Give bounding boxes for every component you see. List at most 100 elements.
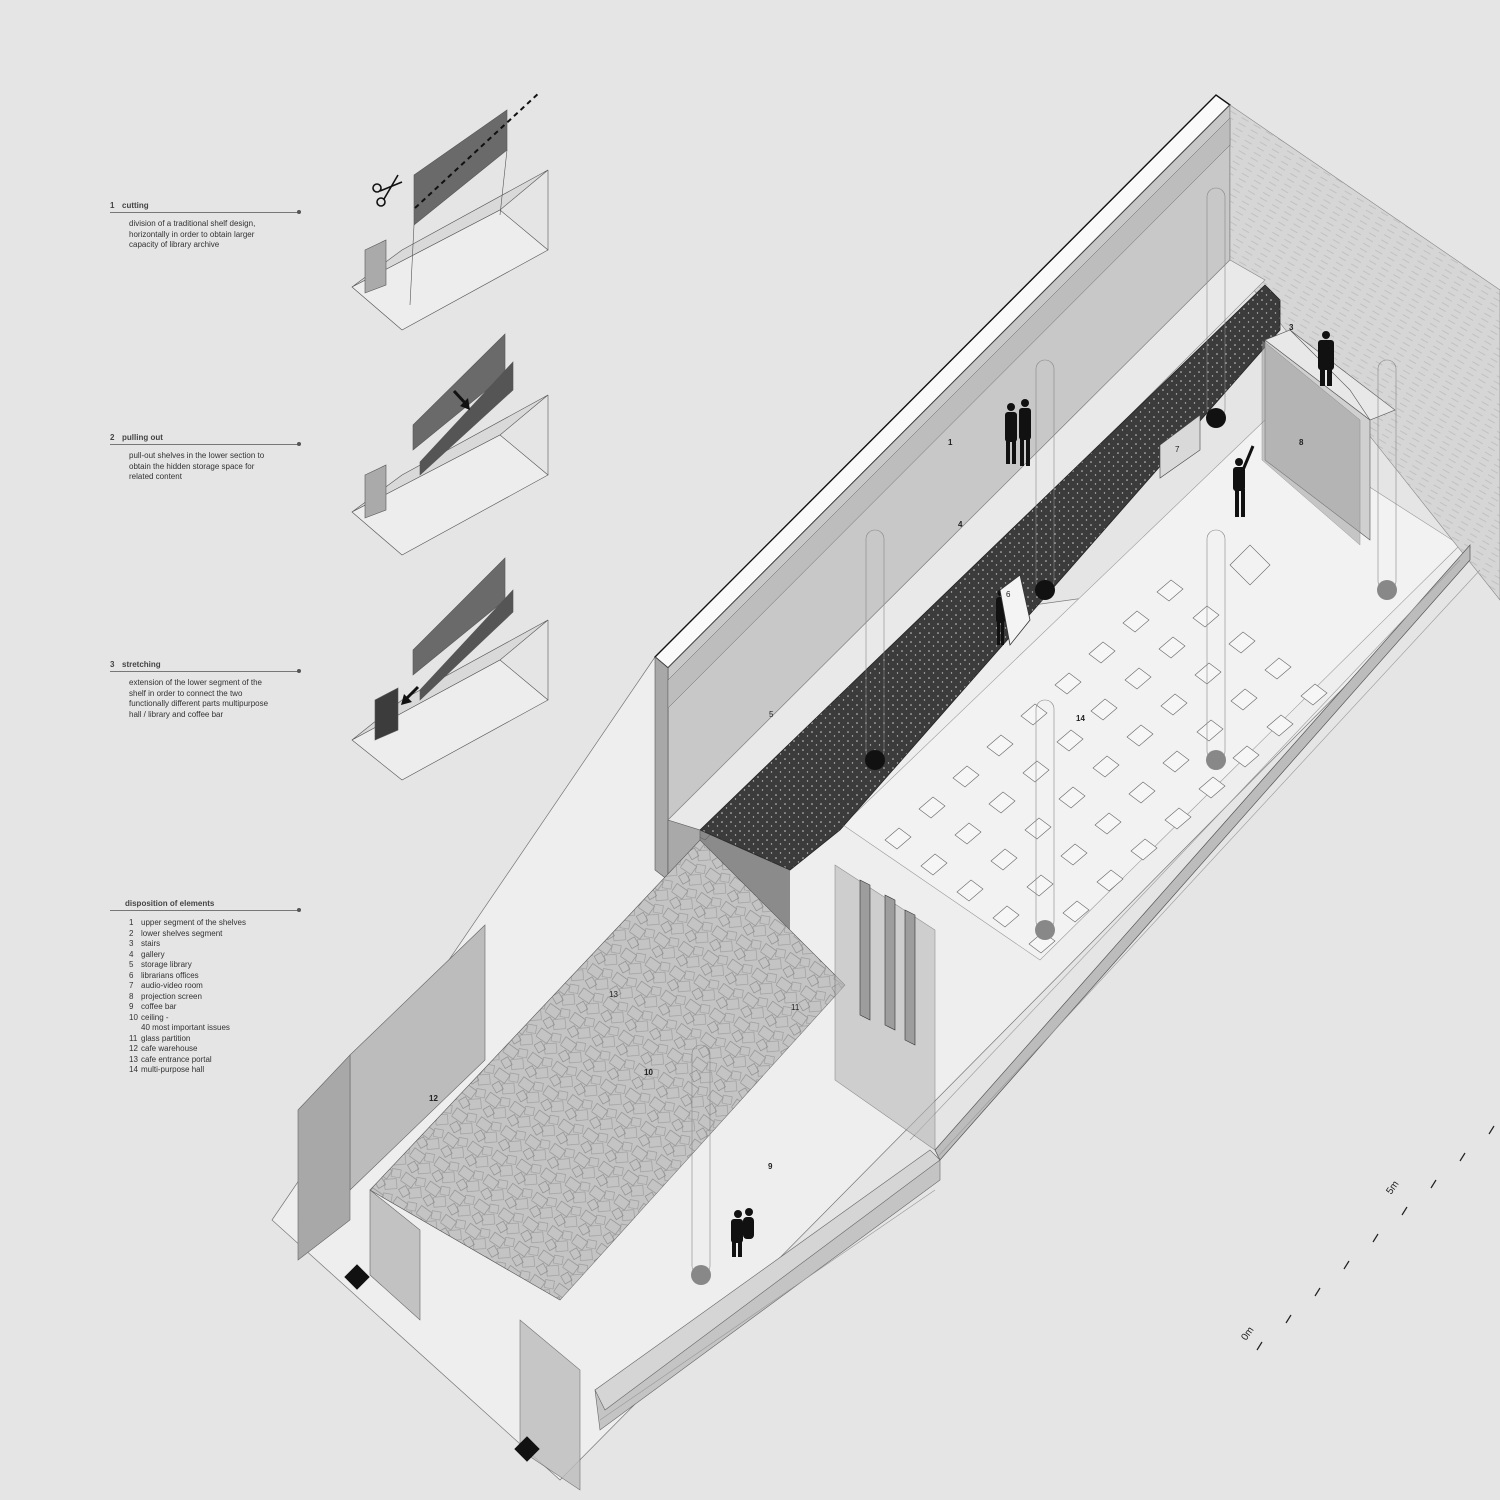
chair [1088,641,1116,664]
chair [1090,698,1118,721]
chair [1056,729,1084,752]
chair [954,822,982,845]
plan-label-6: 6 [1006,590,1011,599]
pendant-lamp [1035,580,1055,600]
chair [986,734,1014,757]
chair [1162,750,1190,773]
scale-tick [1343,1260,1350,1270]
chair [884,827,912,850]
arrow-down-left-icon [401,685,420,705]
chair [1232,745,1260,768]
chair [952,765,980,788]
plan-label-1: 1 [948,438,953,447]
audio-video-room-shelves [859,879,916,1046]
cafe-end-wall [297,1054,351,1261]
pendant-lamp [691,1265,711,1285]
cafe-front-wall [369,1189,421,1321]
people-silhouettes [731,331,1334,1257]
process-diagram-stretching [351,557,549,781]
back-wall-lower [654,656,669,881]
scale-start-label: 0m [1239,1325,1256,1343]
plan-label-10: 10 [644,1068,653,1077]
person-icon [1005,403,1017,464]
arrow-down-right-icon [452,389,470,410]
plan-label-7: 7 [1175,445,1180,454]
pendant-lamp [1206,750,1226,770]
right-exterior-wall [934,544,1471,1161]
upper-shelf-segment [667,117,1231,709]
audio-video-room [1159,414,1201,479]
chair [992,905,1020,928]
chair [1124,667,1152,690]
legend-rule [110,442,301,446]
ceiling-overlap [485,880,845,1300]
scale-tick [1314,1287,1321,1297]
chair [1026,874,1054,897]
chair [1130,838,1158,861]
plan-label-5: 5 [769,710,774,719]
step-description: division of a traditional shelf design, … [129,219,256,249]
plan-label-11: 11 [791,1003,800,1012]
projection-screen [1261,339,1361,546]
chair [1160,693,1188,716]
person-icon [1019,399,1031,466]
floor-marker [1229,544,1271,586]
hall-chairs [884,579,1328,954]
legend-rule [110,669,301,673]
chair [956,879,984,902]
scale-tick [1285,1314,1292,1324]
chair [1062,900,1090,923]
person-icon [1233,445,1255,517]
chair [1194,662,1222,685]
scale-tick [1372,1233,1379,1243]
pendant-lamp [865,750,885,770]
chair [1230,688,1258,711]
step-description: extension of the lower segment of the sh… [129,678,269,719]
chair [990,848,1018,871]
scale-bar [1256,1125,1495,1351]
scale-tick [1459,1152,1466,1162]
plan-label-12: 12 [429,1094,438,1103]
chair [1060,843,1088,866]
person-icon [743,1208,754,1239]
pendant-lamp [1035,920,1055,940]
pendant-lights [691,187,1397,1285]
chair [1024,817,1052,840]
step-description: pull-out shelves in the lower section to… [129,451,265,481]
scale-end-label: 5m [1384,1179,1401,1197]
chair [1228,631,1256,654]
chair [1122,610,1150,633]
chair [1094,812,1122,835]
pendant-lamp [1377,580,1397,600]
coffee-bar-counter [594,1149,941,1411]
disposition-title: disposition of elements [125,899,215,908]
person-icon [1318,331,1334,386]
floor-grid-lines [599,559,1481,1421]
person-icon [731,1210,743,1257]
plan-label-14: 14 [1076,714,1085,723]
plan-label-4: 4 [958,520,963,529]
brick-end-wall [1229,104,1500,601]
legend-rule [110,908,301,912]
process-diagram-cutting [351,91,549,331]
chair [1158,636,1186,659]
